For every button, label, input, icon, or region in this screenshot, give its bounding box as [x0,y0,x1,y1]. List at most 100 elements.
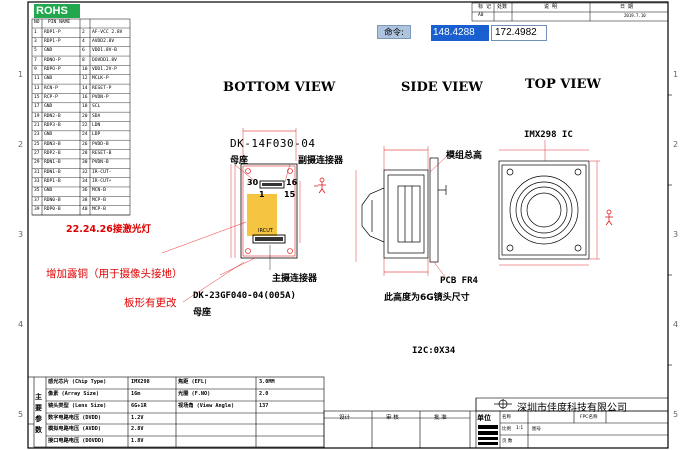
pin-name: RCN-P [44,85,58,91]
side-view-title: SIDE VIEW [401,80,483,95]
spec-key: 镜头类型 (Lens Size) [48,403,107,409]
pin-number: 22 [82,123,88,128]
pin-number: 11 [34,76,40,82]
spec-key: 感光芯片 (Chip Type) [48,379,107,385]
pin-number: 24 [82,132,88,138]
spec-value: 2.0 [259,391,269,397]
pin-name: RDP1-B [44,179,61,185]
spec-value: 137 [259,403,269,409]
pin-number: 2 [82,29,85,35]
pin-name: MCP-B [92,207,106,213]
rev-count-header: 处数 [497,4,508,10]
review-label: 审 核 [386,415,399,421]
rev-date-value: 2019.7.10 [624,13,646,18]
drawing-number-block [478,425,498,445]
pin-name: RDN1-B [44,169,61,175]
spec-key: 数字电路电压 (DVDD) [48,415,101,421]
pin-number: 1 [34,29,37,35]
pin-name: RDP1-P [44,29,61,35]
pin-name: RDN3-B [44,141,61,147]
pin-number: 5 [34,48,37,54]
pin-number: 40 [82,207,88,213]
pin-name: MCN-B [92,188,106,194]
spec-value: 1.2V [131,415,144,421]
spec-key: 光圈 (F.NO) [178,391,211,397]
right-zone-ticks [668,94,672,366]
sub-connector-female-label: 母座 [230,156,249,166]
pin-name: GND [44,104,53,110]
pin-number: 38 [82,197,88,203]
zone-mark-left: 1 [18,70,24,79]
pin-name: MCP-B [92,197,106,203]
pin-number: 30 [82,160,88,166]
rev-note-header: 说 明 [544,4,558,10]
pin-number: 36 [82,188,88,194]
pin-15-label: 15 [284,190,296,199]
pin-table-header-name: PIN NAME [48,20,71,25]
pin-name: IR-CUT+ [92,179,112,185]
pin-number: 35 [34,188,40,194]
pin-30-label: 30 [247,178,259,187]
zone-mark-left: 2 [18,140,24,149]
company-name: 深圳市佳度科技有限公司 [517,403,627,414]
pin-number: 12 [82,76,88,82]
board-change-note: 板形有更改 [124,297,177,309]
main-connector-female-label: 母座 [193,308,212,318]
spec-key: 焦距 (EFL) [178,379,208,385]
scale-value: 1:1 [516,426,524,431]
pin-name: PVDD-B [92,141,109,147]
pin-name: RDP1-P [44,38,61,44]
zone-mark-left: 5 [18,410,24,419]
pin-number: 26 [82,141,88,147]
rev-date-header: 日 期 [620,4,634,10]
spec-value: 1.8V [131,438,144,444]
sub-connector-label: 副摄连接器 [298,156,344,166]
pin-number: 15 [34,94,40,100]
zone-mark-right: 5 [673,410,679,419]
design-label: 设计 [339,415,351,421]
spec-table-grid [28,376,325,448]
top-alignment-mark-icon [605,209,613,226]
pin-number: 4 [82,38,85,44]
pin-table-row-lines [32,27,130,216]
pin-name: RDPO-P [44,66,61,72]
sub-connector-part-number: DK-14F030-04 [230,137,316,150]
pin-name: PVDN-P [92,94,109,100]
pin-number: 18 [82,104,88,110]
pin-number: 13 [34,85,40,91]
coordinate-x-input[interactable]: 148.4288 [431,25,489,41]
pin-name: RCP-P [44,94,58,100]
pin-name: RDP3-B [44,123,61,128]
pin-name: DOVDD1.8V [92,57,117,63]
title-block-grid [323,397,669,449]
pin-name: RDN1-B [44,160,61,166]
pin-name: RESET-B [92,151,112,157]
rohs-badge: ROHS [34,4,80,18]
top-view-drawing [498,140,600,266]
name-label: 名称 [502,415,511,420]
pin-name: RDN2-B [44,113,61,119]
pin-16-label: 16 [286,178,298,187]
pin-number: 31 [34,169,40,175]
spec-value: 2.8V [131,426,144,432]
pin-number: 3 [34,38,37,44]
coordinate-y-input[interactable]: 172.4982 [491,25,547,41]
pin-table-grid [31,18,131,216]
ircut-label: IRCUT [258,228,273,234]
pin-number: 14 [82,85,88,91]
pin-number: 19 [34,113,40,119]
pin-name: RESET-P [92,85,112,91]
bottom-view-drawing [161,128,326,303]
pin-number: 23 [34,132,40,138]
pin-number: 10 [82,66,88,72]
pcb-material-label: PCB FR4 [440,276,478,286]
pin-name: RDP2-B [44,151,61,157]
pin-name: VDD1.2V-P [92,66,117,72]
spec-key: 模拟电路电压 (AVDD) [48,426,101,432]
top-view-title: TOP VIEW [525,77,601,92]
sensor-ic-label: IMX298 IC [524,130,573,140]
revision-header-grid [471,2,669,22]
copper-note: 增加露铜（用于摄像头接地） [46,268,183,280]
pin-name: RDP0-B [44,207,61,213]
pin-name: AVDD2.8V [92,38,115,44]
